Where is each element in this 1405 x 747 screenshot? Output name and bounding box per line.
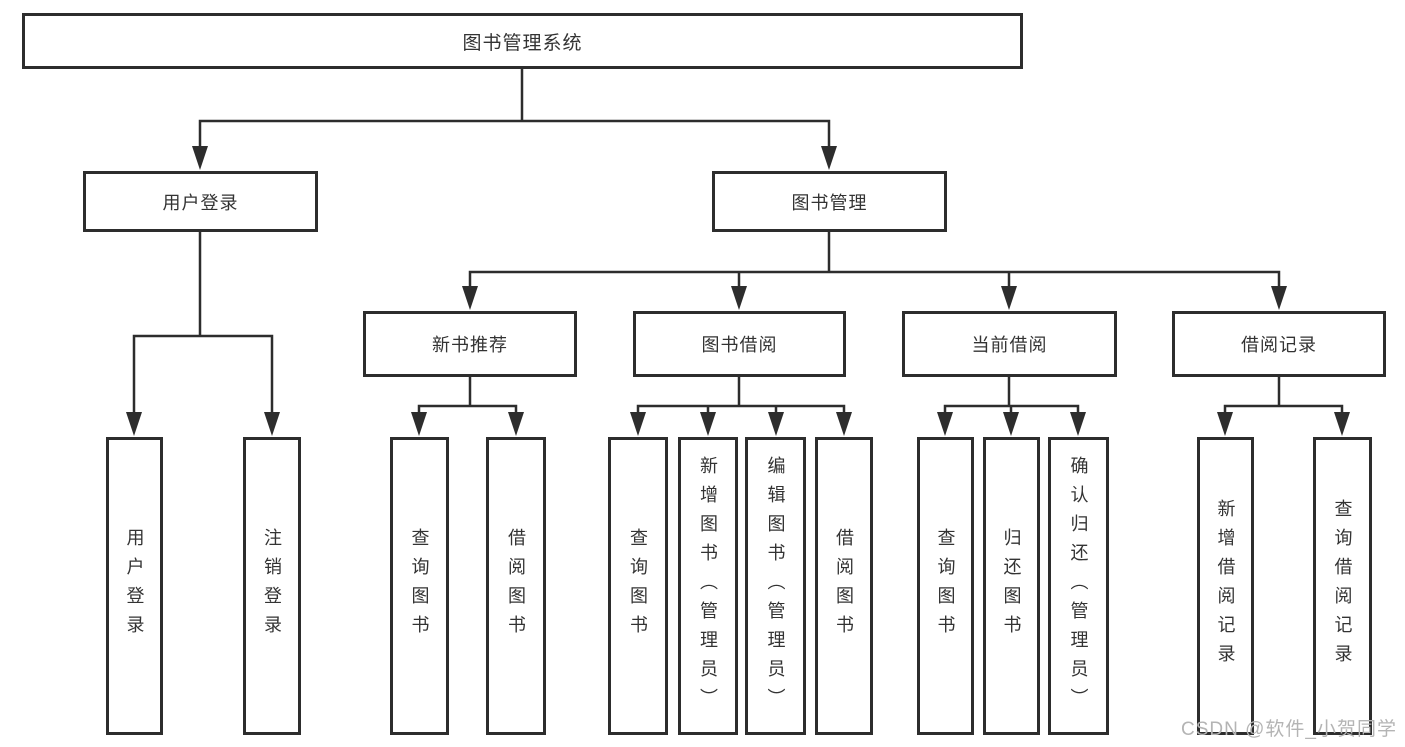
- arrowhead: [821, 146, 837, 170]
- node-label: 借阅记录: [1241, 335, 1317, 355]
- node-label: 归还图书: [1001, 528, 1022, 644]
- arrowhead: [700, 412, 716, 436]
- arrowhead: [264, 412, 280, 436]
- leaf-user-login: 用户登录: [106, 437, 163, 735]
- node-label: 查询图书: [628, 528, 648, 644]
- leaf-query-books-1: 查询图书: [390, 437, 449, 735]
- arrowhead: [1334, 412, 1350, 436]
- arrowheads: [126, 146, 1350, 436]
- leaf-add-borrow-record: 新增借阅记录: [1197, 437, 1254, 735]
- node-label: 借阅图书: [834, 528, 854, 644]
- connector-book-mgmt-split: [468, 232, 1281, 288]
- node-label: 当前借阅: [971, 335, 1048, 355]
- node-label: 注销登录: [262, 528, 282, 644]
- arrowhead: [630, 412, 646, 436]
- arrowhead: [1070, 412, 1086, 436]
- node-book-management-branch: 图书管理: [712, 171, 947, 232]
- arrowhead: [1217, 412, 1233, 436]
- node-label: 图书借阅: [701, 335, 778, 355]
- node-new-book-recommend: 新书推荐: [363, 311, 577, 377]
- arrowhead: [836, 412, 852, 436]
- leaf-add-book-admin: 新增图书（管理员）: [678, 437, 738, 735]
- node-user-login-branch: 用户登录: [83, 171, 318, 232]
- node-label: 图书管理系统: [462, 32, 583, 54]
- node-library-management-system: 图书管理系统: [22, 13, 1023, 69]
- arrowhead: [1003, 412, 1019, 436]
- leaf-query-books-3: 查询图书: [917, 437, 974, 735]
- leaf-query-books-2: 查询图书: [608, 437, 668, 735]
- node-label: 用户登录: [124, 528, 145, 644]
- connector-segments: [132, 69, 1344, 414]
- arrowhead: [411, 412, 427, 436]
- node-label: 查询图书: [935, 528, 956, 644]
- node-label: 编辑图书（管理员）: [765, 455, 786, 717]
- connector-user-login-split: [132, 232, 274, 414]
- leaf-borrow-books-1: 借阅图书: [486, 437, 546, 735]
- connector-book-borrow-split: [636, 377, 846, 414]
- csdn-watermark: CSDN @软件_小贺同学: [1181, 719, 1397, 740]
- node-book-borrow: 图书借阅: [633, 311, 846, 377]
- node-label: 确认归还（管理员）: [1068, 455, 1089, 717]
- arrowhead: [508, 412, 524, 436]
- node-label: 用户登录: [162, 192, 239, 213]
- leaf-edit-book-admin: 编辑图书（管理员）: [745, 437, 806, 735]
- node-label: 借阅图书: [506, 528, 526, 644]
- connector-root-to-level2: [198, 69, 831, 148]
- arrowhead: [731, 286, 747, 310]
- arrowhead: [768, 412, 784, 436]
- node-label: 图书管理: [791, 192, 868, 213]
- arrowhead: [126, 412, 142, 436]
- arrowhead: [1271, 286, 1287, 310]
- node-label: 新增图书（管理员）: [698, 455, 718, 717]
- arrowhead: [1001, 286, 1017, 310]
- node-label: 查询借阅记录: [1332, 499, 1353, 673]
- leaf-query-borrow-record: 查询借阅记录: [1313, 437, 1372, 735]
- connector-current-borrow-split: [943, 377, 1080, 414]
- connector-borrow-records-split: [1223, 377, 1344, 414]
- connector-new-book-split: [417, 377, 518, 414]
- leaf-confirm-return-admin: 确认归还（管理员）: [1048, 437, 1109, 735]
- leaf-logout: 注销登录: [243, 437, 301, 735]
- arrowhead: [192, 146, 208, 170]
- node-current-borrow: 当前借阅: [902, 311, 1117, 377]
- leaf-return-book: 归还图书: [983, 437, 1040, 735]
- arrowhead: [937, 412, 953, 436]
- node-label: 查询图书: [409, 528, 430, 644]
- node-label: 新书推荐: [432, 335, 508, 355]
- leaf-borrow-books-2: 借阅图书: [815, 437, 873, 735]
- node-label: 新增借阅记录: [1215, 499, 1236, 673]
- node-borrow-records: 借阅记录: [1172, 311, 1386, 377]
- arrowhead: [462, 286, 478, 310]
